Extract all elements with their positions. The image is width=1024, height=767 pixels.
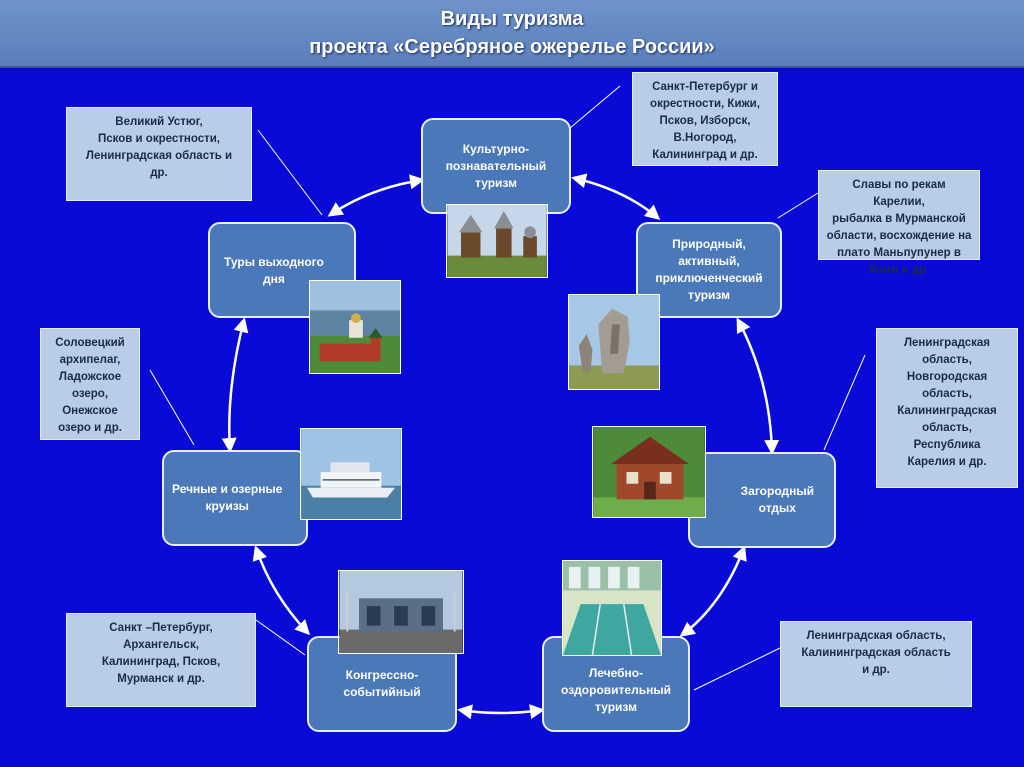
- node-cultural-label: Культурно- познавательный туризм: [445, 141, 547, 190]
- leader-congress: [255, 619, 306, 656]
- photo-congress-hall: [338, 570, 464, 654]
- note-cultural: Санкт-Петербург и окрестности, Кижи, Пск…: [632, 72, 778, 166]
- photo-kremlin-town: [309, 280, 401, 374]
- node-country-label: Загородный отдых: [740, 484, 814, 515]
- node-health-label: Лечебно- оздоровительный туризм: [561, 666, 671, 714]
- note-weekend: Великий Устюг, Псков и окрестности, Лени…: [66, 107, 252, 201]
- node-nature: Природный, активный, приключенческий тур…: [636, 222, 782, 318]
- header-banner: Виды туризма проекта «Серебряное ожерель…: [0, 0, 1024, 68]
- photo-pillars-plateau: [568, 294, 660, 390]
- arrow-river-weekend: [221, 317, 249, 453]
- arrow-nature-country: [736, 317, 780, 455]
- note-river: Соловецкий архипелаг, Ладожское озеро, О…: [40, 328, 140, 440]
- photo-kizhi-churches: [446, 204, 548, 278]
- arrow-congress-river: [252, 545, 311, 636]
- node-cultural: Культурно- познавательный туризм: [421, 118, 571, 214]
- page-subtitle: проекта «Серебряное ожерелье России»: [309, 36, 715, 58]
- leader-nature: [777, 192, 819, 219]
- node-country: Загородный отдых: [688, 452, 836, 548]
- photo-log-house: [592, 426, 706, 518]
- leader-country: [823, 354, 866, 451]
- node-nature-label: Природный, активный, приключенческий тур…: [655, 237, 763, 302]
- arrow-country-health: [679, 545, 747, 637]
- node-river-label: Речные и озерные круизы: [172, 482, 283, 513]
- note-congress: Санкт –Петербург, Архангельск, Калинингр…: [66, 613, 256, 707]
- leader-cultural: [569, 85, 621, 129]
- node-weekend-label: Туры выходного дня: [224, 255, 324, 286]
- photo-river-ship: [300, 428, 402, 520]
- node-congress-label: Конгрессно- событийный: [343, 668, 421, 699]
- leader-health: [693, 647, 781, 691]
- arrow-weekend-cultural: [327, 174, 425, 217]
- note-health: Ленинградская область, Калининградская о…: [780, 621, 972, 707]
- node-river: Речные и озерные круизы: [162, 450, 308, 546]
- arrow-cultural-nature: [571, 173, 661, 220]
- note-country: Ленинградская область, Новгородская обла…: [876, 328, 1018, 488]
- photo-pool: [562, 560, 662, 656]
- leader-weekend: [257, 129, 323, 216]
- arrow-health-congress: [457, 704, 545, 720]
- leader-river: [149, 369, 195, 446]
- page-title: Виды туризма: [440, 8, 584, 30]
- note-nature: Славы по рекам Карелии, рыбалка в Мурман…: [818, 170, 980, 276]
